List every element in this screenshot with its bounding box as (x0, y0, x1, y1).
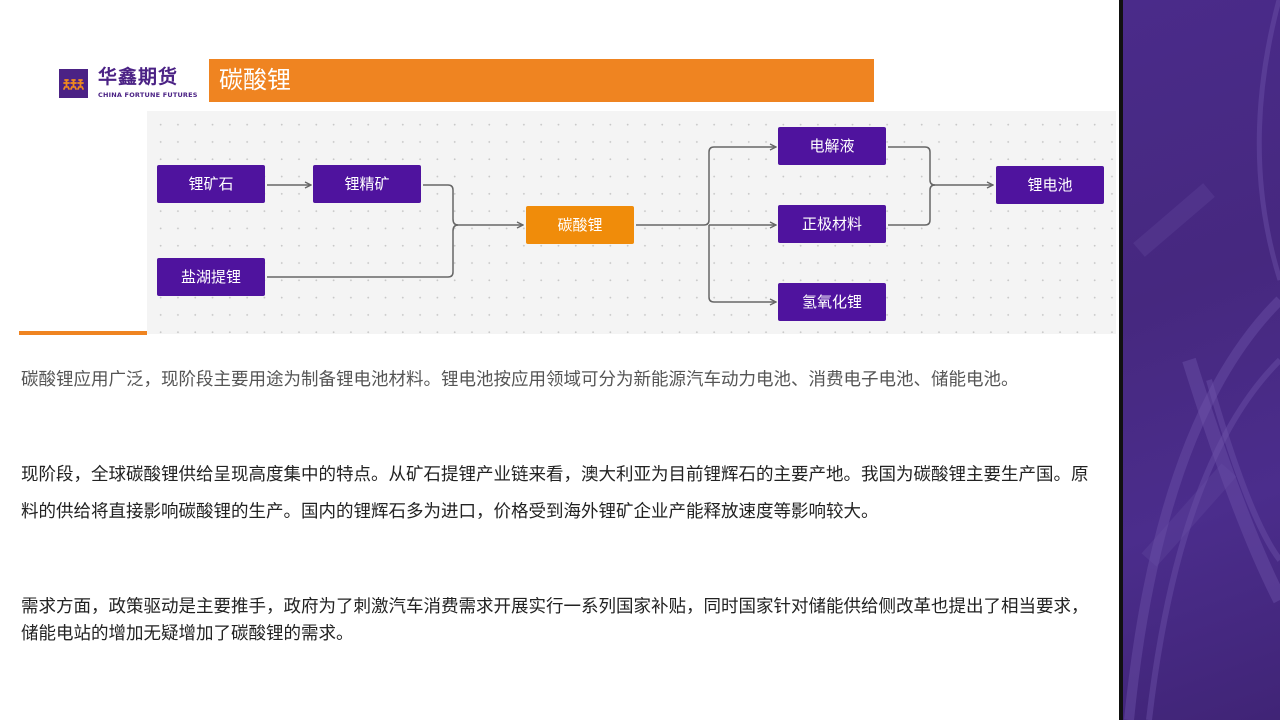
node-electrolyte: 电解液 (778, 127, 886, 165)
node-cathode-material: 正极材料 (778, 205, 886, 243)
node-salt-lake-extraction: 盐湖提锂 (157, 258, 265, 296)
brand-name-cn: 华鑫期货 (98, 66, 179, 88)
flow-diagram-canvas (147, 111, 1116, 334)
brand-name-en: CHINA FORTUNE FUTURES (98, 91, 198, 99)
node-lithium-ore: 锂矿石 (157, 165, 265, 203)
page-title: 碳酸锂 (219, 66, 291, 94)
panel-edge (1119, 0, 1123, 720)
decorative-side-panel (1119, 0, 1280, 720)
paragraph-demand: 需求方面，政策驱动是主要推手，政府为了刺激汽车消费需求开展实行一系列国家补贴，同… (21, 597, 1089, 644)
node-lithium-battery: 锂电池 (996, 166, 1104, 204)
node-lithium-carbonate: 碳酸锂 (526, 206, 634, 244)
title-bar: 碳酸锂 (209, 59, 874, 102)
highway-overlay-image (1124, 0, 1280, 720)
accent-underline (19, 331, 147, 335)
paragraph-supply: 现阶段，全球碳酸锂供给呈现高度集中的特点。从矿石提锂产业链来看，澳大利亚为目前锂… (21, 465, 1089, 522)
paragraph-applications: 碳酸锂应用广泛，现阶段主要用途为制备锂电池材料。锂电池按应用领域可分为新能源汽车… (21, 370, 1019, 390)
node-lithium-concentrate: 锂精矿 (313, 165, 421, 203)
node-lithium-hydroxide: 氢氧化锂 (778, 283, 886, 321)
logo-mark-icon (59, 69, 88, 98)
logo-figures-icon (63, 79, 84, 90)
